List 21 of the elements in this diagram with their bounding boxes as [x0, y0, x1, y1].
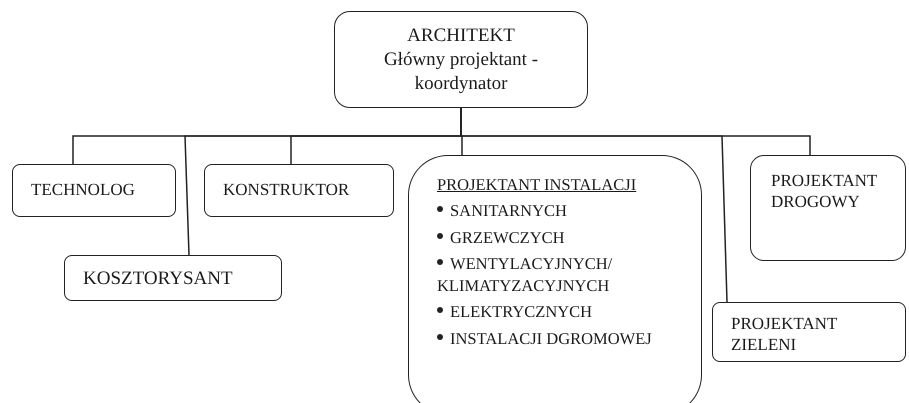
bullet-item: GRZEWCZYCH: [437, 226, 565, 248]
rounded-box: [64, 255, 282, 301]
bullet-item: INSTALACJI DGROMOWEJ: [437, 328, 652, 350]
rounded-box: [750, 155, 906, 261]
rounded-box: [712, 302, 906, 362]
box-title: PROJEKTANT DROGOWY: [771, 170, 878, 212]
box-title: KONSTRUKTOR: [223, 179, 350, 200]
box-title: TECHNOLOG: [31, 179, 135, 200]
rounded-box: [334, 11, 588, 108]
box-title: ARCHITEKT: [407, 24, 515, 48]
box-subtitle: Główny projektant - koordynator: [382, 48, 540, 96]
rounded-box: [204, 164, 394, 217]
connector-line: [460, 108, 811, 155]
rounded-box: [12, 164, 176, 217]
rounded-box: [408, 155, 702, 403]
bullet-item: WENTYLACYJNYCH/ KLIMATYZACYJNYCH: [437, 253, 614, 296]
box-title: PROJEKTANT ZIELENI: [731, 313, 838, 356]
bullet-item: SANITARNYCH: [437, 200, 567, 222]
box-title: KOSZTORYSANT: [83, 267, 233, 291]
box-heading: PROJEKTANT INSTALACJI: [437, 174, 636, 196]
bullet-item: ELEKTRYCZNYCH: [437, 301, 592, 323]
